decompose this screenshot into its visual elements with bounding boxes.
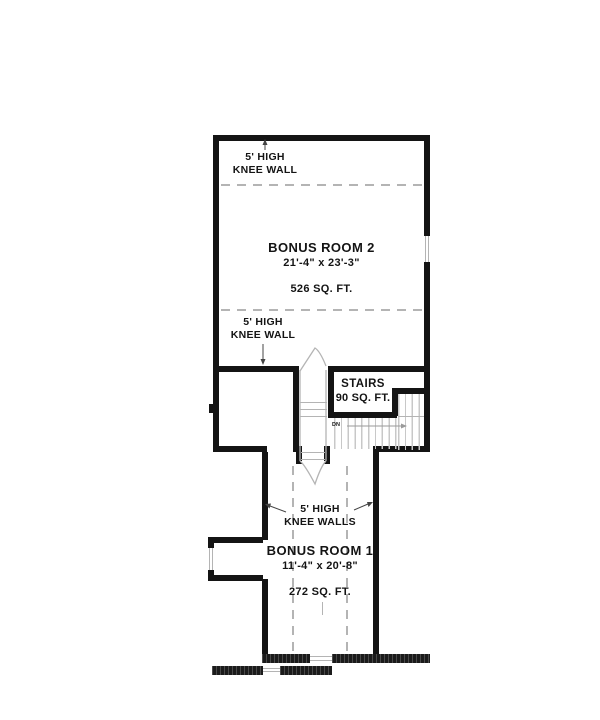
wall-interior-kneewall-left xyxy=(213,366,298,372)
stairs-area: 90 SQ. FT. xyxy=(335,392,391,404)
knee-wall-bottom-left-arrow xyxy=(265,503,287,513)
stairs-dn-label: DN xyxy=(332,422,340,428)
ceiling-break-line-mid xyxy=(221,309,423,311)
dormer-window-glass-1 xyxy=(209,548,210,570)
stair-shaft-tread-2 xyxy=(300,409,327,410)
wall-lower-left-upper xyxy=(262,452,268,540)
knee-wall-top-line2: KNEE WALL xyxy=(232,164,298,176)
wall-stairs-notch-vertical xyxy=(392,392,398,416)
bottom-window-sill-1 xyxy=(310,656,332,657)
bonus-room-2-dimensions: 21'-4" x 23'-3" xyxy=(283,257,360,269)
knee-wall-mid-line2: KNEE WALL xyxy=(230,329,296,341)
stair-landing-line-1 xyxy=(301,452,325,453)
knee-wall-bottom-label: 5' HIGH KNEE WALLS xyxy=(270,503,370,529)
bonus-room-2-label: BONUS ROOM 2 21'-4" x 23'-3" 526 SQ. FT. xyxy=(213,241,430,296)
wall-left-nub xyxy=(209,404,213,413)
wall-dormer-top xyxy=(208,537,263,543)
stairs-name: STAIRS xyxy=(341,378,385,390)
wall-dormer-left-stub-bottom xyxy=(208,570,214,577)
wall-upper-right xyxy=(424,135,430,452)
ceiling-break-line-lower-right xyxy=(346,466,348,652)
stair-shaft-tread-1 xyxy=(300,402,327,403)
wall-upper-top xyxy=(213,135,430,141)
wall-stairsroom-bottom xyxy=(328,412,397,418)
stair-treads-upper-run xyxy=(398,394,424,450)
bottom-window-center-mark xyxy=(322,602,323,615)
wall-offset-hatched-left xyxy=(212,666,263,675)
bonus-room-1-label: BONUS ROOM 1 11'-4" x 20'-8" 272 SQ. FT. xyxy=(245,544,395,599)
window-upper-right-glass-1 xyxy=(425,236,426,262)
stair-treads-main-run xyxy=(334,418,398,449)
knee-wall-mid-line1: 5' HIGH xyxy=(243,316,283,328)
knee-wall-mid-label: 5' HIGH KNEE WALL xyxy=(213,316,313,342)
bonus-room-2-name: BONUS ROOM 2 xyxy=(268,240,375,255)
offset-window-sill-1 xyxy=(263,668,280,669)
knee-wall-bottom-line1: 5' HIGH xyxy=(300,503,340,515)
knee-wall-mid-arrow xyxy=(260,344,266,365)
wall-lower-left-lower xyxy=(262,579,268,656)
wall-stair-stub-right xyxy=(324,446,330,464)
stair-tread-divider xyxy=(398,416,424,417)
knee-wall-bottom-line2: KNEE WALLS xyxy=(284,516,356,528)
wall-offset-hatched-right xyxy=(280,666,332,675)
wall-upper-bottom-left xyxy=(213,446,267,452)
wall-upper-left xyxy=(213,135,219,452)
wall-interior-kneewall-right xyxy=(328,366,424,372)
stair-shaft-tread-3 xyxy=(300,416,327,417)
wall-stairs-notch-horizontal xyxy=(392,388,424,394)
wall-bottom-hatched-left xyxy=(262,654,310,663)
wall-stair-stub-left xyxy=(296,446,302,464)
wall-lower-right xyxy=(373,452,379,656)
stair-dn-arrow xyxy=(347,423,407,429)
wall-stairsroom-left xyxy=(328,366,334,417)
bonus-room-1-area: 272 SQ. FT. xyxy=(289,586,351,598)
bonus-room-1-name: BONUS ROOM 1 xyxy=(266,543,374,558)
wall-closet-right xyxy=(293,366,299,452)
wall-dormer-bottom xyxy=(208,575,263,581)
window-upper-right xyxy=(424,236,430,262)
stair-direction-arrow xyxy=(299,347,327,486)
bonus-room-1-dimensions: 11'-4" x 20'-8" xyxy=(282,560,358,572)
bonus-room-2-area: 526 SQ. FT. xyxy=(290,283,353,295)
bottom-window-sill-2 xyxy=(310,660,332,661)
knee-wall-bottom-right-arrow xyxy=(353,502,373,511)
knee-wall-top-arrow xyxy=(262,139,268,150)
wall-bottom-hatched-right xyxy=(332,654,430,663)
offset-window-sill-2 xyxy=(263,671,280,672)
knee-wall-top-label: 5' HIGH KNEE WALL xyxy=(215,151,315,177)
knee-wall-top-line1: 5' HIGH xyxy=(245,151,285,163)
stairs-label: STAIRS 90 SQ. FT. xyxy=(328,378,398,405)
dormer-window-glass-2 xyxy=(212,548,213,570)
ceiling-break-line-lower-left xyxy=(292,466,294,652)
wall-dormer-left-stub-top xyxy=(208,541,214,548)
window-upper-right-glass-2 xyxy=(428,236,429,262)
ceiling-break-line-top xyxy=(221,184,423,186)
stair-landing-line-2 xyxy=(301,459,325,460)
